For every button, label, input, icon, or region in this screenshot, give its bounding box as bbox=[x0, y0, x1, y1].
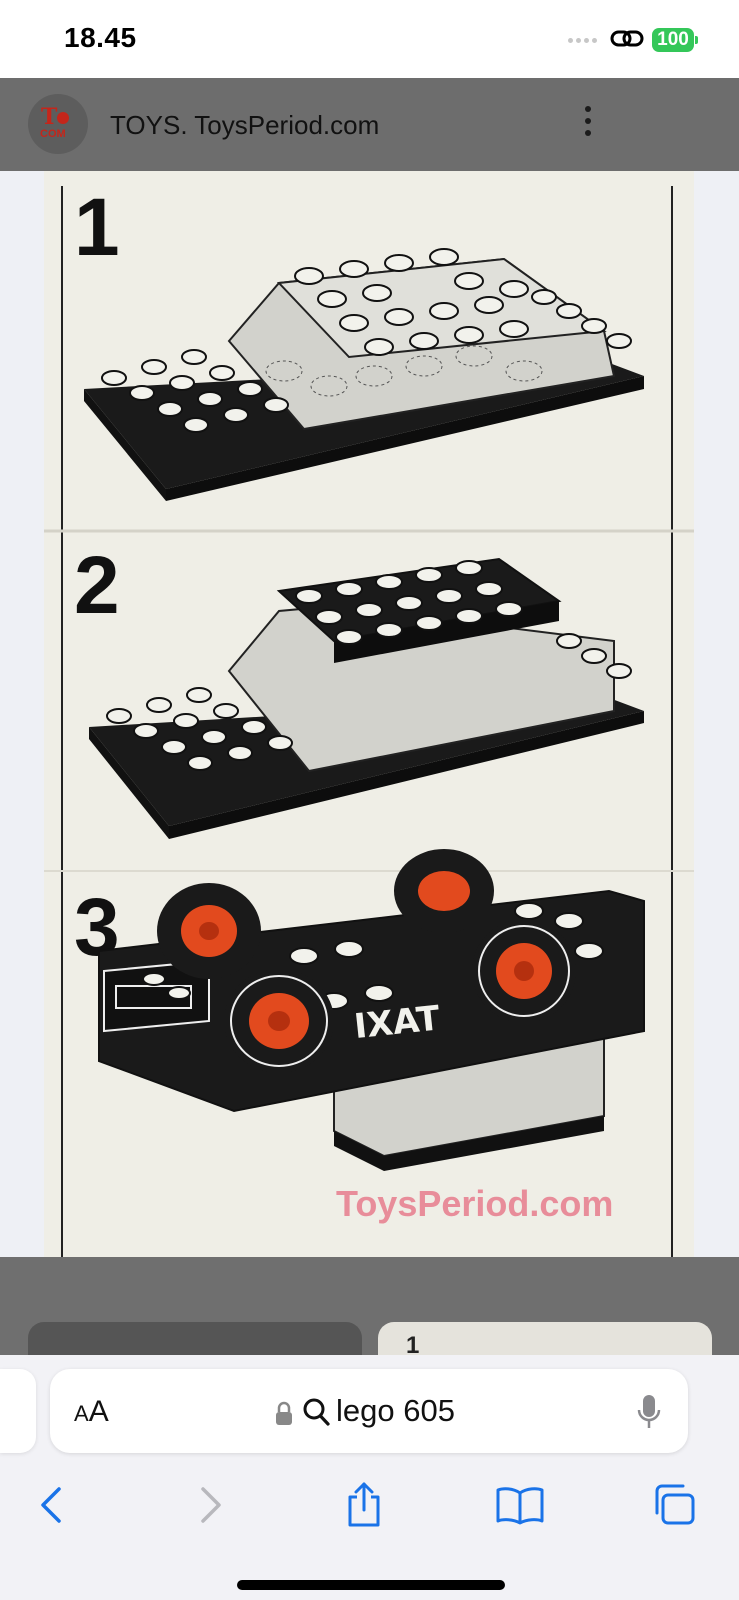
bookmarks-button[interactable] bbox=[490, 1475, 550, 1535]
home-indicator bbox=[237, 1580, 505, 1590]
signal-icon bbox=[568, 38, 597, 43]
logo-letter: T bbox=[41, 104, 58, 130]
watermark: ToysPeriod.com bbox=[336, 1183, 613, 1224]
tabs-icon bbox=[655, 1484, 695, 1525]
microphone-icon[interactable] bbox=[636, 1393, 662, 1431]
chevron-right-icon bbox=[201, 1487, 221, 1523]
step-1-number: 1 bbox=[74, 182, 120, 273]
search-icon bbox=[303, 1398, 330, 1426]
thumbnail-step-number: 1 bbox=[406, 1332, 420, 1359]
lock-icon bbox=[276, 1401, 292, 1425]
status-time: 18.45 bbox=[64, 22, 137, 53]
site-logo[interactable]: T COM bbox=[28, 94, 88, 154]
text-size-button[interactable]: AA bbox=[74, 1395, 109, 1428]
taxi-label: IXAT bbox=[352, 998, 442, 1047]
wheel-rear-right bbox=[394, 849, 494, 933]
logo-sub: COM bbox=[40, 128, 66, 140]
share-icon bbox=[348, 1482, 380, 1527]
image-viewer[interactable]: 1 bbox=[0, 171, 739, 1257]
status-bar: 18.45 100 bbox=[0, 0, 739, 78]
address-bar[interactable]: AA lego 605 bbox=[50, 1369, 688, 1453]
chevron-left-icon bbox=[41, 1487, 61, 1523]
tabs-button[interactable] bbox=[644, 1475, 704, 1535]
more-options-icon[interactable] bbox=[578, 106, 598, 142]
related-images: 1 bbox=[0, 1257, 739, 1382]
site-title[interactable]: TOYS. ToysPeriod.com bbox=[110, 110, 380, 140]
forward-button[interactable] bbox=[180, 1475, 240, 1535]
step-3-model: IXAT bbox=[98, 849, 645, 1171]
share-button[interactable] bbox=[334, 1475, 394, 1535]
wheel-front-left bbox=[224, 969, 334, 1073]
personal-hotspot-icon bbox=[610, 30, 644, 47]
instruction-image: 1 bbox=[44, 171, 694, 1257]
step-2-number: 2 bbox=[74, 540, 120, 631]
back-button[interactable] bbox=[22, 1475, 82, 1535]
wheel-rear-left bbox=[157, 883, 261, 979]
step-2-model bbox=[89, 557, 644, 839]
site-header: T COM TOYS. ToysPeriod.com bbox=[0, 78, 739, 171]
step-1-model bbox=[84, 248, 644, 501]
wheel-front-right bbox=[472, 919, 576, 1023]
browser-toolbar: AA lego 605 bbox=[0, 1355, 739, 1600]
book-icon bbox=[496, 1487, 544, 1525]
battery-indicator: 100 bbox=[652, 28, 698, 52]
logo-dot bbox=[57, 112, 69, 124]
search-query[interactable]: lego 605 bbox=[336, 1393, 455, 1428]
instruction-drawing: 1 bbox=[44, 182, 694, 1257]
previous-tab-preview[interactable] bbox=[0, 1369, 36, 1453]
